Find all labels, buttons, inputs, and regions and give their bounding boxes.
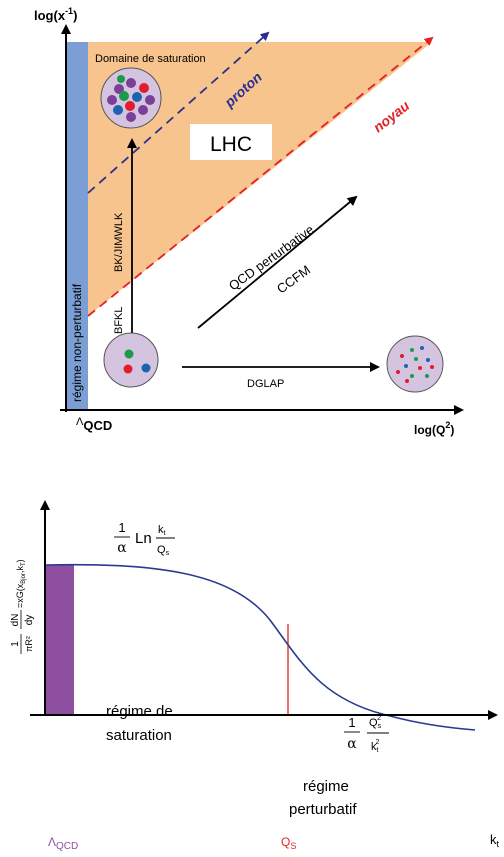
svg-text:1: 1 xyxy=(10,641,21,647)
svg-text:kt: kt xyxy=(158,524,166,537)
x-tick-lambda-qcd: ΛQCD xyxy=(48,835,78,852)
saturation-regime-line2: saturation xyxy=(106,727,172,744)
saturation-curve xyxy=(44,563,476,731)
lhc-box xyxy=(190,124,272,160)
dense-parton-bubble xyxy=(100,67,162,129)
x-tick-qs: QS xyxy=(281,835,296,851)
ccfm-label: CCFM xyxy=(274,262,313,296)
top-x-axis-label: log(Q2) xyxy=(414,420,454,437)
bk-jimwlk-label: BK/JIMWLK xyxy=(113,212,125,272)
svg-text:α: α xyxy=(347,736,357,752)
noyau-label: noyau xyxy=(370,97,413,135)
lambda-qcd-band xyxy=(45,565,74,715)
ccfm-arrow xyxy=(197,195,358,329)
bottom-chart: 1 πR² dN dy =xG(xBjor,kT) 1 α Ln kt Qs 1… xyxy=(10,500,500,852)
top-diagram: log(x-1) log(Q2) ΛQCD régime non-perturb… xyxy=(34,6,464,437)
svg-text:πR²: πR² xyxy=(24,636,34,652)
saturation-domain-label: Domaine de saturation xyxy=(95,53,206,65)
top-y-axis-label: log(x-1) xyxy=(34,6,77,23)
svg-text:Ln: Ln xyxy=(135,530,152,547)
svg-text:Qs2: Qs2 xyxy=(369,715,382,730)
small-partons-bubble xyxy=(386,335,444,393)
svg-text:dy: dy xyxy=(24,615,35,626)
proton-line xyxy=(87,31,270,194)
lhc-label: LHC xyxy=(210,133,252,156)
lambda-qcd-label: ΛQCD xyxy=(76,416,112,433)
svg-text:=xG(xBjor,kT): =xG(xBjor,kT) xyxy=(15,559,27,608)
bfkl-label: BFKL xyxy=(113,306,125,334)
noyau-line xyxy=(87,36,434,317)
nonperturbative-label: régime non-perturbatif xyxy=(70,283,84,402)
perturbative-regime-line2: perturbatif xyxy=(289,801,357,818)
svg-text:dN: dN xyxy=(10,614,21,627)
formula-ln-kt-qs: 1 α Ln kt Qs xyxy=(114,520,175,557)
svg-text:1: 1 xyxy=(118,520,125,535)
x-axis-end-label: kt xyxy=(490,832,500,849)
dglap-label: DGLAP xyxy=(247,378,284,390)
nonperturbative-band xyxy=(66,42,88,411)
bottom-y-axis-label: 1 πR² dN dy =xG(xBjor,kT) xyxy=(10,559,35,654)
svg-text:kt2: kt2 xyxy=(371,739,379,754)
dilute-parton-bubble xyxy=(103,332,159,388)
formula-qs2-kt2: 1 α Qs2 kt2 xyxy=(344,715,389,754)
svg-text:1: 1 xyxy=(348,715,355,730)
saturation-regime-line1: régime de xyxy=(106,703,173,720)
svg-text:α: α xyxy=(117,540,127,556)
qcd-perturbative-label: QCD perturbative xyxy=(226,222,317,294)
svg-text:Qs: Qs xyxy=(157,544,170,557)
perturbative-regime-line1: régime xyxy=(303,778,349,795)
